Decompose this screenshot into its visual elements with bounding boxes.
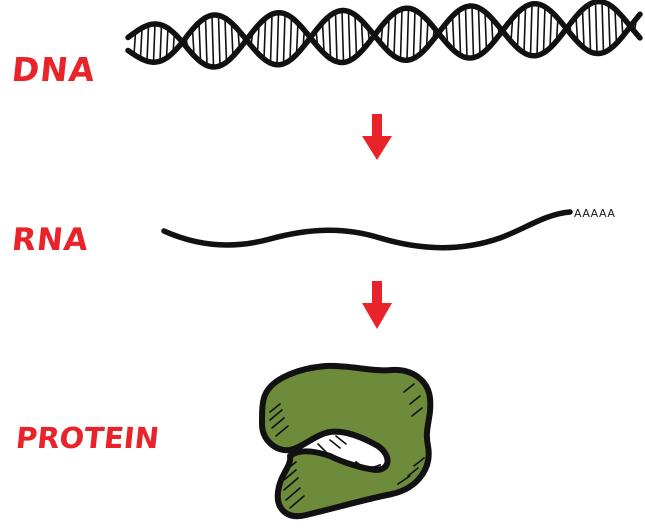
dna-base-pair — [329, 16, 331, 57]
dna-base-pair — [453, 16, 455, 49]
dna-base-pair — [615, 9, 617, 45]
protein-shading-stroke — [330, 440, 340, 448]
dna-base-pair — [407, 8, 409, 60]
dna-base-pair — [414, 10, 416, 59]
rna-label: RNA — [10, 222, 91, 258]
dna-base-pair — [355, 15, 357, 57]
dna-base-pair — [141, 29, 143, 59]
dna-base-pair — [342, 11, 344, 63]
dna-base-pair — [589, 5, 591, 52]
dna-double-helix — [128, 2, 640, 67]
protein-shape — [262, 366, 430, 516]
rna-strand — [164, 212, 570, 248]
dna-base-pair — [206, 18, 208, 65]
dna-base-pair — [225, 18, 227, 63]
dna-base-pair — [537, 4, 539, 56]
dna-base-pair — [394, 13, 396, 56]
dna-base-pair — [583, 10, 585, 47]
dna-base-pair — [531, 4, 533, 55]
arrow-dna-to-rna — [362, 114, 392, 160]
dna-base-pair — [160, 25, 162, 62]
dna-base-pair — [544, 6, 546, 53]
dna-label: DNA — [10, 50, 98, 89]
dna-base-pair — [219, 15, 221, 66]
dna-base-pair — [479, 8, 481, 56]
dna-base-pair — [212, 15, 214, 67]
dna-base-pair — [472, 6, 474, 58]
dna-base-pair — [388, 19, 390, 50]
dna-base-pair — [550, 10, 552, 47]
arrow-rna-to-protein — [362, 281, 392, 329]
dna-base-pair — [290, 16, 292, 60]
dna-base-pair — [459, 10, 461, 54]
dna-base-pair — [154, 24, 156, 62]
dna-base-pair — [258, 26, 260, 53]
dna-base-pair — [401, 10, 403, 60]
dna-base-pair — [199, 23, 201, 61]
dna-base-pair — [167, 27, 169, 58]
protein-shading-stroke — [336, 436, 346, 444]
dna-base-pair — [349, 11, 351, 61]
dna-base-pair — [609, 4, 611, 50]
dna-base-pair — [518, 13, 520, 48]
dna-base-pair — [264, 19, 266, 59]
dna-base-pair — [277, 13, 279, 65]
dna-base-pair — [271, 15, 273, 63]
poly-a-tail-label: AAAAA — [574, 207, 615, 220]
dna-base-pair — [466, 7, 468, 58]
protein-label: PROTEIN — [14, 421, 160, 455]
dna-base-pair — [602, 2, 604, 53]
dna-base-pair — [323, 23, 325, 52]
dna-base-pair — [524, 7, 526, 52]
dna-base-pair — [596, 2, 598, 53]
dna-base-pair — [147, 26, 149, 62]
dna-base-pair — [336, 12, 338, 61]
dna-base-pair — [485, 12, 487, 51]
dna-backbone-strand — [128, 2, 640, 65]
dna-base-pair — [284, 13, 286, 63]
dna-base-pair — [420, 13, 422, 54]
